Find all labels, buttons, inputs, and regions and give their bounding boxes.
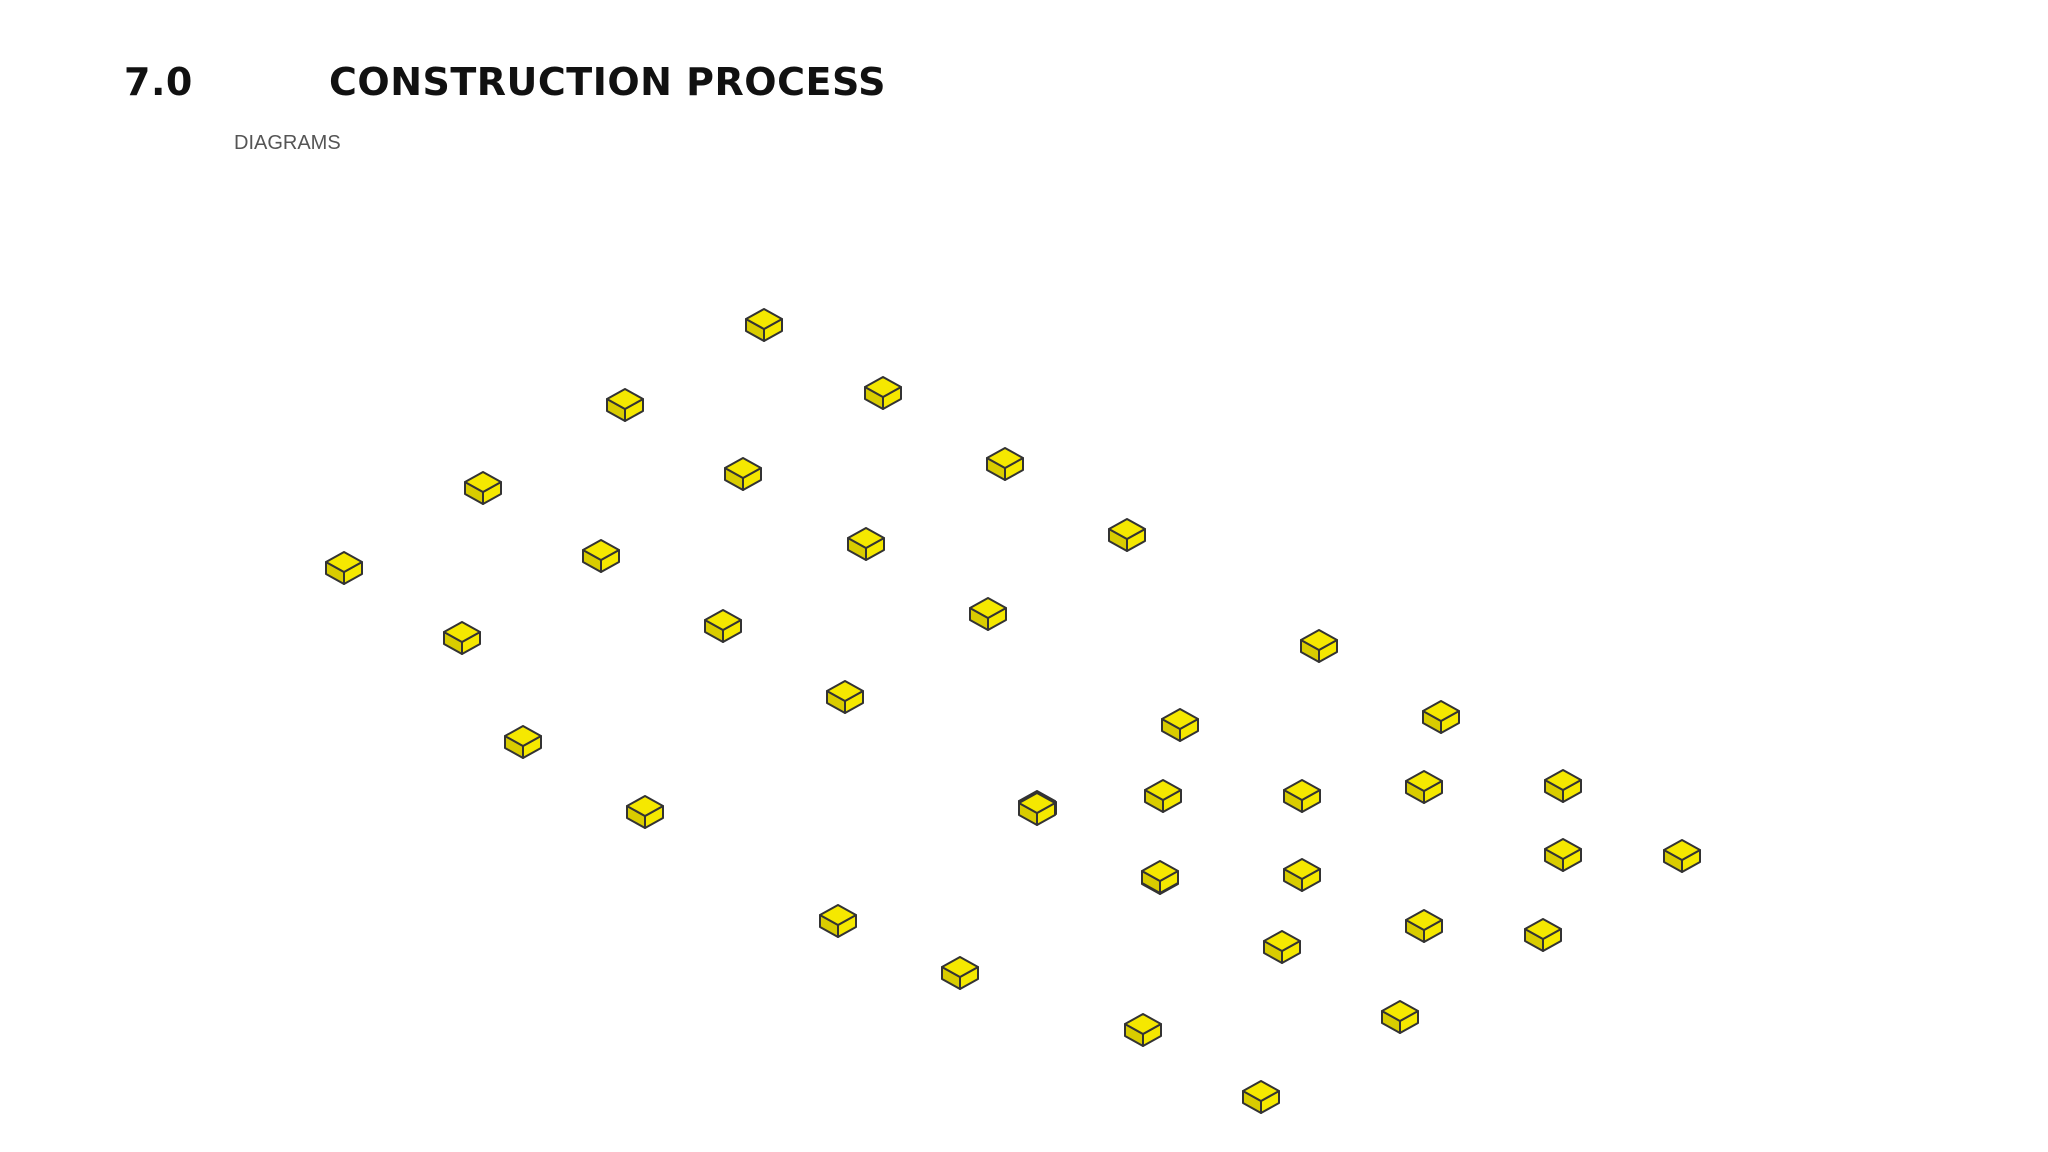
cube-block	[826, 680, 864, 714]
cube-top-face	[464, 471, 502, 493]
cube-top-face	[1405, 770, 1443, 792]
cube-block	[1300, 629, 1338, 663]
cube-top-face	[1663, 839, 1701, 861]
cube-block	[1144, 779, 1182, 813]
cube-block	[1544, 838, 1582, 872]
cube-top-face	[1018, 792, 1056, 814]
cube-top-face	[941, 956, 979, 978]
cube-block	[1108, 518, 1146, 552]
cube-top-face	[1242, 1080, 1280, 1102]
cube-top-face	[819, 904, 857, 926]
cube-top-face	[1108, 518, 1146, 540]
cube-block	[325, 551, 363, 585]
cube-top-face	[1544, 838, 1582, 860]
cube-top-face	[443, 621, 481, 643]
cube-top-face	[864, 376, 902, 398]
cube-top-face	[986, 447, 1024, 469]
cube-block	[969, 597, 1007, 631]
cube-block	[1161, 708, 1199, 742]
cube-block	[1524, 918, 1562, 952]
cube-block	[1405, 770, 1443, 804]
cube-block	[745, 308, 783, 342]
cube-top-face	[1544, 769, 1582, 791]
cube-top-face	[1524, 918, 1562, 940]
cube-block	[1283, 779, 1321, 813]
cube-block	[1018, 792, 1056, 826]
cube-block	[704, 609, 742, 643]
cube-block	[1263, 930, 1301, 964]
cube-block	[504, 725, 542, 759]
cube-block	[819, 904, 857, 938]
section-title: CONSTRUCTION PROCESS	[329, 60, 886, 104]
cube-top-face	[826, 680, 864, 702]
cube-top-face	[1405, 909, 1443, 931]
cube-top-face	[1300, 629, 1338, 651]
cube-top-face	[745, 308, 783, 330]
cube-top-face	[1381, 1000, 1419, 1022]
cube-top-face	[325, 551, 363, 573]
cube-block	[626, 795, 664, 829]
cube-block	[1141, 860, 1179, 894]
cube-top-face	[504, 725, 542, 747]
cube-block	[1544, 769, 1582, 803]
cube-block	[1283, 858, 1321, 892]
cube-top-face	[1263, 930, 1301, 952]
cube-block	[1405, 909, 1443, 943]
cube-top-face	[969, 597, 1007, 619]
cube-block	[606, 388, 644, 422]
cube-block	[986, 447, 1024, 481]
cube-top-face	[1141, 860, 1179, 882]
cube-top-face	[1144, 779, 1182, 801]
section-subtitle: DIAGRAMS	[234, 132, 341, 154]
section-number: 7.0	[124, 60, 193, 104]
cube-block	[443, 621, 481, 655]
cube-block	[864, 376, 902, 410]
cube-block	[847, 527, 885, 561]
cube-top-face	[704, 609, 742, 631]
cube-block	[941, 956, 979, 990]
cube-top-face	[606, 388, 644, 410]
cube-top-face	[626, 795, 664, 817]
cube-top-face	[582, 539, 620, 561]
cube-block	[1663, 839, 1701, 873]
cube-top-face	[724, 457, 762, 479]
cube-top-face	[1283, 858, 1321, 880]
cube-block	[1381, 1000, 1419, 1034]
cube-block	[464, 471, 502, 505]
cube-block	[582, 539, 620, 573]
cube-block	[1124, 1013, 1162, 1047]
cube-top-face	[1422, 700, 1460, 722]
cube-block	[1422, 700, 1460, 734]
cube-top-face	[1283, 779, 1321, 801]
cube-top-face	[847, 527, 885, 549]
cube-top-face	[1124, 1013, 1162, 1035]
cube-block	[724, 457, 762, 491]
cube-top-face	[1161, 708, 1199, 730]
cube-block	[1242, 1080, 1280, 1114]
